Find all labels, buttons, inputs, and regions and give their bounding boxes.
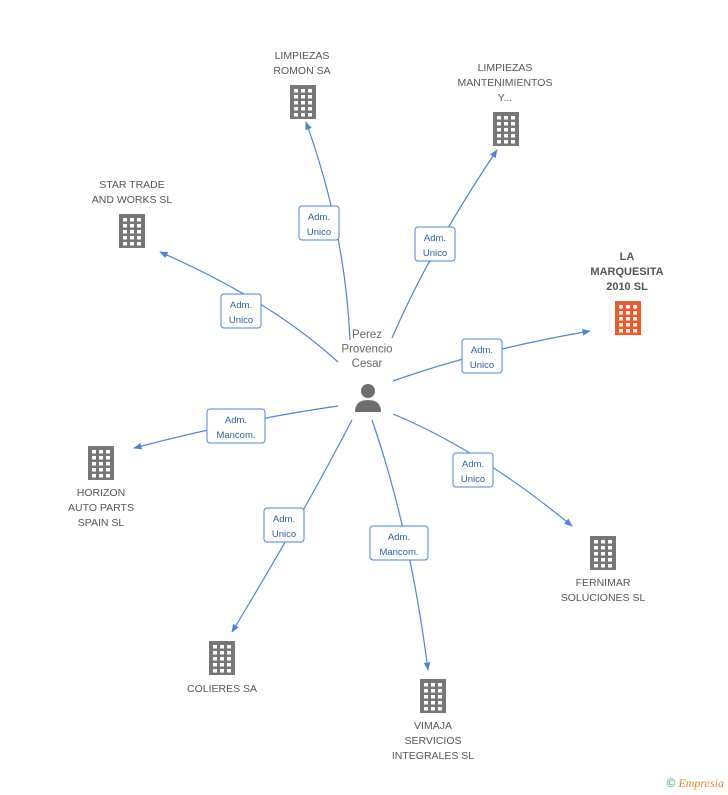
role-badge[interactable]: Adm. Unico	[220, 293, 262, 329]
company-node-limpiezas-romon[interactable]: LIMPIEZAS ROMON SA	[273, 50, 331, 119]
company-name: SPAIN SL	[78, 517, 125, 529]
footer-brand: © Empresia	[667, 776, 724, 791]
building-icon	[615, 301, 641, 335]
person-icon	[355, 384, 381, 412]
role-text: Adm.	[388, 532, 410, 543]
company-node-fernimar[interactable]: FERNIMAR SOLUCIONES SL	[561, 536, 646, 604]
building-icon	[420, 679, 446, 713]
role-badge[interactable]: Adm. Unico	[263, 507, 305, 543]
company-node-colieres[interactable]: COLIERES SA	[187, 641, 257, 695]
role-text: Adm.	[230, 300, 252, 311]
company-name: MANTENIMIENTOS	[458, 77, 553, 89]
company-name: COLIERES SA	[187, 683, 257, 695]
company-name: LIMPIEZAS	[275, 50, 330, 62]
copyright-symbol: ©	[666, 776, 676, 790]
role-text: Adm.	[462, 459, 484, 470]
role-text: Unico	[423, 248, 447, 259]
company-name: SERVICIOS	[405, 735, 462, 747]
role-text: Unico	[461, 474, 485, 485]
role-badge[interactable]: Adm. Mancom.	[206, 408, 266, 444]
building-icon	[493, 112, 519, 146]
person-name: Perez	[352, 329, 382, 341]
role-badge[interactable]: Adm. Unico	[452, 452, 494, 488]
role-text: Unico	[470, 360, 494, 371]
role-text: Unico	[272, 529, 296, 540]
company-name: AUTO PARTS	[68, 502, 134, 514]
company-node-limpiezas-mantenimientos[interactable]: LIMPIEZAS MANTENIMIENTOS Y...	[458, 62, 553, 146]
company-name: 2010 SL	[606, 281, 648, 293]
company-name: Y...	[498, 92, 512, 104]
role-text: Unico	[307, 227, 331, 238]
brand-name: Empresia	[678, 776, 724, 790]
company-name: ROMON SA	[273, 65, 330, 77]
role-text: Unico	[229, 315, 253, 326]
role-badge[interactable]: Adm. Unico	[414, 226, 456, 262]
role-text: Mancom.	[216, 430, 255, 441]
role-badge[interactable]: Adm. Unico	[461, 338, 503, 374]
building-icon	[88, 446, 114, 480]
building-icon	[119, 214, 145, 248]
person-name: Provencio	[341, 344, 392, 356]
company-name: HORIZON	[77, 487, 125, 499]
company-name: LIMPIEZAS	[478, 62, 533, 74]
company-name: LA	[620, 251, 635, 263]
company-name: STAR TRADE	[99, 179, 165, 191]
role-text: Adm.	[424, 233, 446, 244]
building-icon	[209, 641, 235, 675]
person-name: Cesar	[352, 358, 383, 370]
company-name: AND WORKS SL	[92, 194, 173, 206]
role-text: Adm.	[225, 415, 247, 426]
role-badge[interactable]: Adm. Mancom.	[369, 525, 429, 561]
company-node-la-marquesita[interactable]: LA MARQUESITA 2010 SL	[590, 251, 664, 335]
company-node-vimaja[interactable]: VIMAJA SERVICIOS INTEGRALES SL	[392, 679, 474, 762]
role-text: Adm.	[308, 212, 330, 223]
company-name: MARQUESITA	[590, 266, 663, 278]
role-text: Adm.	[273, 514, 295, 525]
building-icon	[290, 85, 316, 119]
company-name: SOLUCIONES SL	[561, 592, 646, 604]
company-name: INTEGRALES SL	[392, 750, 474, 762]
company-node-star-trade[interactable]: STAR TRADE AND WORKS SL	[92, 179, 173, 248]
role-text: Adm.	[471, 345, 493, 356]
building-icon	[590, 536, 616, 570]
role-badge[interactable]: Adm. Unico	[298, 205, 340, 241]
company-name: FERNIMAR	[576, 577, 631, 589]
company-name: VIMAJA	[414, 720, 452, 732]
company-node-horizon[interactable]: HORIZON AUTO PARTS SPAIN SL	[68, 446, 134, 529]
role-text: Mancom.	[379, 547, 418, 558]
